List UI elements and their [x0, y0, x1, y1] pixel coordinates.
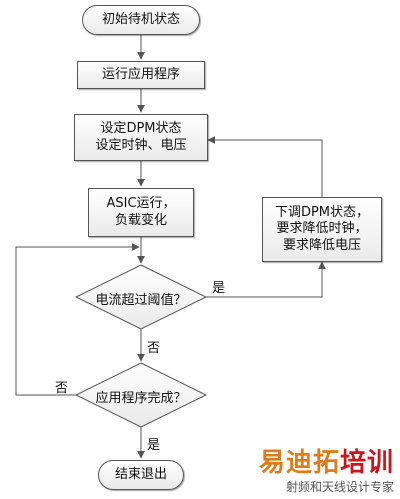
edge-label-current-no: 否: [147, 341, 161, 356]
run-app-node: 运行应用程序: [77, 61, 205, 89]
lower-dpm-node: 下调DPM状态， 要求降低时钟， 要求降低电压: [262, 197, 382, 262]
watermark-main: 易迪拓培训: [259, 450, 394, 476]
set-dpm-line-1: 设定DPM状态: [100, 121, 182, 137]
watermark-main-a: 易迪拓: [258, 448, 340, 478]
edge-label-done-no: 否: [55, 381, 69, 396]
set-dpm-node: 设定DPM状态 设定时钟、电压: [74, 114, 208, 161]
edge-current-yes: [206, 261, 326, 298]
lower-dpm-line-1: 下调DPM状态，: [274, 205, 370, 221]
end-node: 结束退出: [98, 460, 184, 490]
watermark-main-b: 培训: [339, 448, 394, 478]
watermark-sub: 射频和天线设计专家: [285, 480, 394, 494]
asic-line-1: ASIC运行，: [106, 196, 176, 212]
asic-node: ASIC运行， 负载变化: [88, 188, 194, 237]
start-node-label: 初始待机状态: [101, 11, 180, 27]
edge-lower-to-setdpm: [207, 136, 323, 197]
asic-line-2: 负载变化: [114, 212, 167, 228]
end-node-label: 结束退出: [114, 466, 167, 482]
edge-label-current-yes: 是: [212, 281, 226, 296]
lower-dpm-line-2: 要求降低时钟，: [276, 221, 368, 237]
watermark-logo: 易迪拓培训 射频和天线设计专家: [259, 450, 394, 495]
run-app-label: 运行应用程序: [101, 66, 180, 82]
edge-done-no: [15, 243, 140, 396]
app-done-label: 应用程序完成？: [95, 391, 187, 406]
current-check-label: 电流超过阈值？: [95, 293, 187, 308]
start-node: 初始待机状态: [82, 5, 200, 35]
lower-dpm-line-3: 要求降低电压: [282, 237, 361, 253]
edge-label-done-yes: 是: [147, 438, 161, 453]
set-dpm-line-2: 设定时钟、电压: [95, 137, 187, 153]
